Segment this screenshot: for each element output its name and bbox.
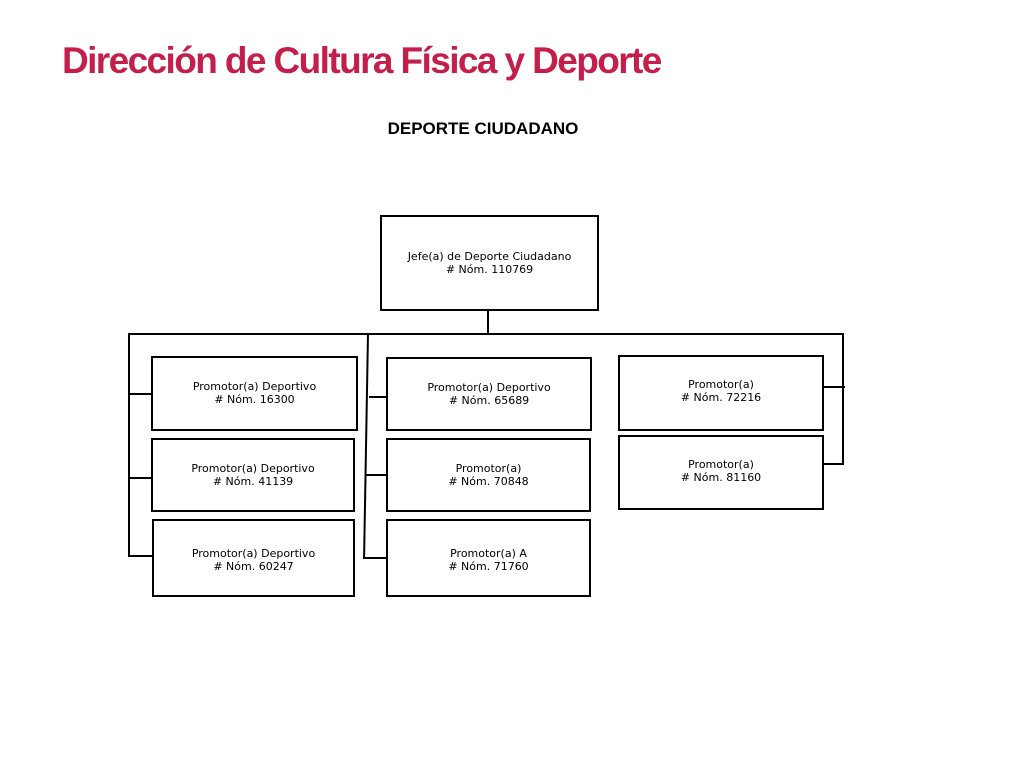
connector-column-3-spine (842, 333, 844, 465)
connector-main-bar (128, 333, 844, 335)
connector-column-1-branch-2 (128, 477, 153, 479)
section-title: DEPORTE CIUDADANO (387, 119, 579, 138)
payroll-number: # Nóm. 70848 (448, 475, 529, 488)
position-title: Promotor(a) (688, 378, 754, 391)
position-title: Promotor(a) (688, 458, 754, 471)
org-box: Promotor(a) # Nóm. 70848 (386, 438, 591, 512)
connector-column-1-branch-3 (128, 555, 153, 557)
org-box: Promotor(a) A # Nóm. 71760 (386, 519, 591, 597)
connector-column-1-branch-1 (128, 393, 153, 395)
org-box: Promotor(a) Deportivo # Nóm. 41139 (151, 438, 355, 512)
org-box: Promotor(a) Deportivo # Nóm. 16300 (151, 356, 358, 431)
position-title: Promotor(a) (455, 462, 522, 475)
payroll-number: # Nóm. 72216 (680, 391, 762, 404)
connector-column-2-branch-3 (365, 557, 388, 559)
payroll-number: # Nóm. 110769 (445, 263, 534, 276)
connector-column-3-branch-2 (822, 463, 844, 465)
org-box: Promotor(a) Deportivo # Nóm. 65689 (386, 357, 592, 431)
position-title: Jefe(a) de Deporte Ciudadano (407, 250, 572, 263)
org-box: Promotor(a) # Nóm. 81160 (618, 435, 824, 510)
org-box-head: Jefe(a) de Deporte Ciudadano # Nóm. 1107… (380, 215, 599, 311)
org-box: Promotor(a) # Nóm. 72216 (618, 355, 824, 431)
connector-column-1-spine (128, 333, 130, 557)
position-title: Promotor(a) Deportivo (192, 380, 317, 393)
position-title: Promotor(a) Deportivo (191, 547, 316, 560)
payroll-number: # Nóm. 41139 (212, 475, 294, 488)
connector-column-3-branch-1 (822, 386, 845, 388)
position-title: Promotor(a) Deportivo (427, 381, 551, 394)
payroll-number: # Nóm. 16300 (214, 393, 295, 406)
position-title: Promotor(a) Deportivo (191, 462, 315, 475)
connector-head-down (487, 310, 489, 334)
connector-column-2-branch-2 (366, 474, 388, 476)
payroll-number: # Nóm. 71760 (448, 560, 529, 573)
payroll-number: # Nóm. 81160 (680, 471, 762, 484)
payroll-number: # Nóm. 65689 (448, 394, 530, 407)
payroll-number: # Nóm. 60247 (213, 560, 294, 573)
connector-column-2-spine (363, 333, 369, 560)
slide-title: Dirección de Cultura Física y Deporte (62, 40, 662, 81)
connector-column-2-branch-1 (369, 396, 388, 398)
position-title: Promotor(a) A (450, 547, 527, 560)
org-box: Promotor(a) Deportivo # Nóm. 60247 (152, 519, 355, 597)
